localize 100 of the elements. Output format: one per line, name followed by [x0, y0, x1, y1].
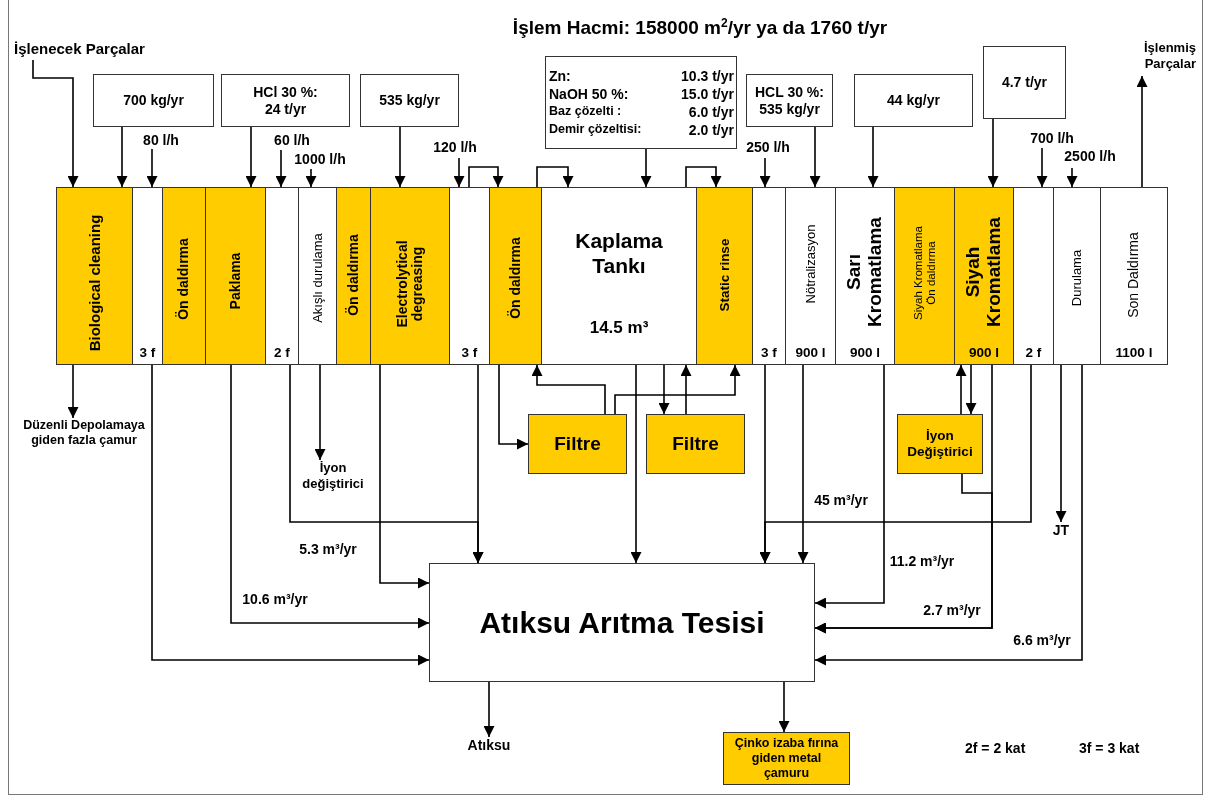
flow-arrow — [1066, 167, 1078, 188]
flow-arrow — [867, 126, 879, 188]
flow-arrow — [394, 126, 406, 188]
flow-arrow — [314, 364, 326, 461]
dosing-box — [93, 74, 214, 127]
dosing-text: 700 kg/yr — [123, 92, 184, 109]
treatment-unit-box — [528, 414, 627, 474]
flow-rate-label: 45 m³/yr — [812, 492, 870, 508]
destination-label: JT — [1046, 522, 1076, 539]
dosing-box — [545, 56, 737, 149]
process-tank — [696, 187, 753, 365]
note-text: 3f = 3 kat — [1079, 740, 1140, 757]
tank-name: Sarı Kromatlama — [844, 216, 886, 329]
flow-rate-label: 6.6 m³/yr — [1011, 632, 1073, 648]
flow-arrow — [146, 148, 158, 188]
flow-arrow — [453, 157, 465, 188]
process-tank — [752, 187, 786, 365]
dosing-text: 6.0 t/yr — [687, 103, 734, 120]
flow-arrow — [116, 126, 128, 188]
flow-arrow — [468, 166, 504, 188]
flow-arrow — [498, 364, 529, 450]
flow-arrow — [472, 364, 484, 564]
process-tank — [449, 187, 490, 365]
process-tank — [132, 187, 163, 365]
flow-arrow — [778, 681, 790, 733]
tank-name: Electrolytical degreasing — [394, 239, 426, 330]
flow-rate-label: 60 l/h — [272, 132, 312, 148]
flow-arrow — [640, 148, 652, 188]
tank-name: Siyah Kromatlama — [963, 216, 1005, 329]
tank-name: Biological cleaning — [86, 213, 103, 354]
flow-arrow — [814, 473, 993, 634]
flow-arrow — [151, 364, 430, 666]
flow-arrow — [1136, 75, 1148, 188]
flow-arrow — [965, 364, 977, 415]
dosing-box — [983, 46, 1066, 119]
flow-arrow — [245, 126, 257, 188]
tank-name: Durulama — [1069, 248, 1085, 309]
flow-arrow — [67, 364, 79, 419]
treatment-unit-box — [723, 732, 850, 785]
tank-name: Static rinse — [717, 237, 732, 314]
rinse-stage-label: 3 f — [760, 345, 778, 360]
note-text: 2f = 2 kat — [965, 740, 1026, 757]
process-tank — [954, 187, 1014, 365]
destination-label: Düzenli Depolamaya giden fazla çamur — [18, 418, 150, 464]
process-tank — [370, 187, 450, 365]
unit-name: Filtre — [672, 432, 719, 456]
dosing-text: 15.0 t/yr — [680, 85, 734, 102]
dosing-box — [854, 74, 973, 127]
tank-name: Ön daldırma — [507, 236, 524, 321]
process-tank — [1100, 187, 1168, 365]
flow-rate-label: 10.6 m³/yr — [240, 591, 310, 607]
flow-arrow — [680, 364, 692, 415]
outlet-label: İşlenmiş Parçalar — [1120, 40, 1196, 76]
flow-arrow — [759, 157, 771, 188]
inlet-label: İşlenecek Parçalar — [14, 40, 184, 60]
destination-label: İyon değiştirici — [288, 460, 378, 494]
process-tank — [785, 187, 836, 365]
plant-name: Atıksu Arıtma Tesisi — [479, 605, 765, 640]
dosing-text: 2.0 t/yr — [687, 121, 734, 138]
treatment-plant-box — [429, 563, 815, 682]
process-tank — [894, 187, 955, 365]
flow-arrow — [614, 364, 741, 415]
flow-arrow — [814, 364, 1083, 666]
flow-arrow — [275, 149, 287, 188]
tank-volume: 900 l — [849, 345, 881, 360]
unit-name: İyon Değiştirici — [906, 427, 974, 461]
dosing-box — [221, 74, 350, 127]
tank-volume: 900 l — [794, 345, 827, 360]
dosing-text: HCL 30 %: 535 kg/yr — [754, 83, 825, 118]
process-tank — [1013, 187, 1054, 365]
flow-arrow — [685, 166, 722, 188]
dosing-text: Baz çözelti : — [549, 103, 623, 120]
flow-rate-label: 700 l/h — [1028, 130, 1076, 146]
process-tank — [56, 187, 133, 365]
tank-name: Nötralizasyon — [803, 223, 818, 306]
rinse-stage-label: 3 f — [460, 345, 479, 360]
unit-name: Filtre — [554, 432, 601, 456]
tank-name: Paklama — [227, 251, 244, 312]
flow-arrow — [987, 118, 999, 188]
process-tank — [265, 187, 299, 365]
flow-arrow — [759, 364, 1032, 564]
flow-arrow — [809, 126, 821, 188]
flow-arrow — [955, 364, 967, 415]
diagram-title: İşlem Hacmi: 158000 m$^{2}$/yr ya da 1760 t/yr — [511, 16, 889, 40]
flow-rate-label: 1000 l/h — [292, 151, 348, 167]
dosing-text: HCl 30 %: 24 t/yr — [252, 83, 319, 118]
process-tank — [336, 187, 371, 365]
flow-rate-label: 11.2 m³/yr — [887, 553, 957, 569]
dosing-text: 10.3 t/yr — [680, 67, 734, 84]
dosing-box — [360, 74, 459, 127]
tank-name: Siyah Kromatlama Ön daldırma — [911, 225, 938, 322]
flow-arrow — [1036, 147, 1048, 188]
flow-rate-label: 250 l/h — [744, 139, 792, 155]
tank-volume: 14.5 m³ — [588, 318, 650, 338]
unit-name: Çinko izaba fırına giden metal çamuru — [733, 736, 840, 781]
flow-arrow — [483, 681, 495, 738]
flow-arrow — [305, 168, 317, 188]
flow-arrow — [658, 364, 670, 415]
process-tank — [835, 187, 895, 365]
process-tank — [205, 187, 266, 365]
